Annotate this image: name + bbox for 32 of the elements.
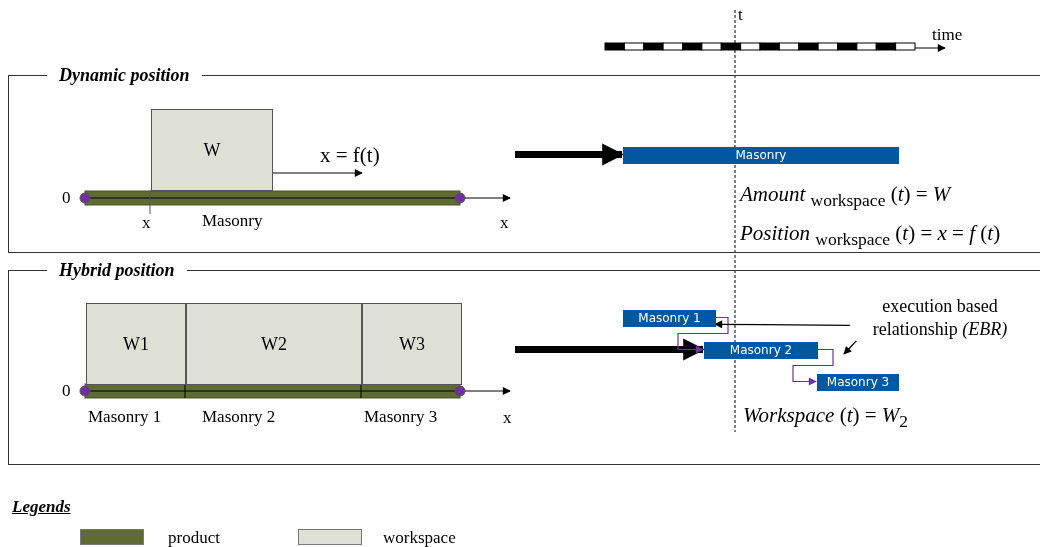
equation-text: Position $_{workspace}$ (t) = x = f (t) xyxy=(740,223,1001,249)
connector-arrow xyxy=(792,348,834,386)
part-name: Masonry xyxy=(202,212,263,229)
leader-line xyxy=(843,339,858,355)
workspace-block: W xyxy=(151,109,273,191)
legend-heading: Legends xyxy=(12,498,71,515)
schedule-bar: Masonry xyxy=(623,147,899,164)
workspace-block: W3 xyxy=(362,303,462,385)
schedule-bar: Masonry 3 xyxy=(817,374,899,391)
equation-text: x = f(t) xyxy=(320,145,380,166)
connector-arrow xyxy=(677,316,729,354)
axis-label: t xyxy=(738,6,743,23)
panel-heading: Dynamic position xyxy=(47,66,202,84)
legend-label: workspace xyxy=(383,529,456,546)
axis-label: x xyxy=(503,409,512,426)
part-name: Masonry 1 xyxy=(88,408,162,425)
axis-label: x xyxy=(500,214,509,231)
legend-label: product xyxy=(168,529,220,546)
schedule-bar: Masonry 2 xyxy=(704,342,818,359)
workspace-block: W1 xyxy=(86,303,186,385)
schedule-bar: Masonry 1 xyxy=(623,310,716,327)
axis-label: 0 xyxy=(62,382,71,399)
leader-line xyxy=(714,320,851,329)
panel-heading: Hybrid position xyxy=(47,261,187,279)
part-name: Masonry 2 xyxy=(202,408,276,425)
axis-label: 0 xyxy=(62,189,71,206)
part-name: Masonry 3 xyxy=(364,408,438,425)
axis-label: time xyxy=(932,26,963,43)
axis-label: x xyxy=(142,214,151,231)
workspace-block: W2 xyxy=(186,303,362,385)
equation-text: Amount $_{workspace}$ (t) = W xyxy=(740,184,951,210)
equation-text: Workspace (t) = W$_{2}$ xyxy=(743,405,909,431)
